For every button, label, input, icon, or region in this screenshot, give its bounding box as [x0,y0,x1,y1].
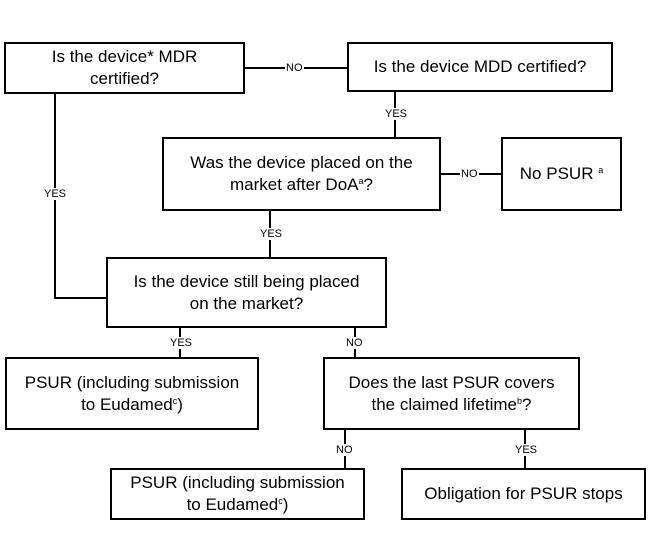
box-doa-line2-text: market after DoA [230,175,359,194]
footnote-b-marker: b [517,395,523,406]
box-psur-left-line2-text: to Eudamed [81,394,173,414]
box-psur-left-line1: PSUR (including submission [24,372,240,392]
box-mdr-certified: Is the device* MDR certified? [4,42,245,94]
box-psur-bottom: PSUR (including submission to Eudamedc) [110,468,365,520]
box-psur-bottom-line1: PSUR (including submission [130,473,345,492]
box-still-line2: on the market? [189,293,304,313]
box-mdd-certified: Is the device MDD certified? [347,42,613,92]
box-still-placed: Is the device still being placed on the … [106,257,387,328]
box-mdr-line2: certified? [90,69,159,88]
connector-mdr-still [54,93,106,299]
box-doa-line2: market after DoAa? [230,174,373,196]
footnote-c-marker: c [172,395,178,406]
box-obligation-text: Obligation for PSUR stops [424,484,623,503]
label-doa-no: NO [460,168,479,180]
box-last-line2-end: ? [522,394,532,414]
box-mdd-line1: Is the device MDD certified? [373,57,587,76]
box-doa-line2-end: ? [363,175,373,194]
box-psur-bottom-line2-text: to Eudamed [186,495,279,514]
box-no-psur-text: No PSUR [519,164,594,183]
footnote-c-marker: c [278,496,283,506]
box-psur-left-line2: to Eudamedc) [81,394,183,416]
box-last-psur: Does the last PSUR covers the claimed li… [323,357,580,430]
label-mdd-yes: YES [384,108,409,120]
box-no-psur-line: No PSUR a [520,163,603,185]
label-still-no: NO [345,337,364,349]
label-doa-yes: YES [259,228,284,240]
box-last-line2: the claimed lifetimeb? [372,394,532,416]
label-last-yes: YES [514,444,539,456]
box-no-psur: No PSUR a [501,137,622,211]
label-mdr-no: NO [285,62,304,74]
box-still-line1: Is the device still being placed [133,271,360,291]
label-mdr-yes: YES [43,188,68,200]
box-psur-bottom-line2-end: ) [282,495,289,514]
footnote-a-marker: a [598,165,604,175]
label-last-no: NO [335,444,354,456]
box-psur-left: PSUR (including submission to Eudamedc) [5,357,259,430]
box-doa-line1: Was the device placed on the [190,153,413,172]
label-still-yes: YES [169,337,194,349]
box-psur-left-line2-end: ) [177,394,183,414]
box-last-line2-text: the claimed lifetime [371,394,518,414]
footnote-a-marker: a [358,176,364,186]
box-psur-bottom-line2: to Eudamedc) [187,494,289,516]
box-obligation-stops: Obligation for PSUR stops [401,468,646,520]
box-placed-after-doa: Was the device placed on the market afte… [162,137,441,211]
box-last-line1: Does the last PSUR covers [348,372,555,392]
box-mdr-line1: Is the device* MDR [51,47,198,66]
